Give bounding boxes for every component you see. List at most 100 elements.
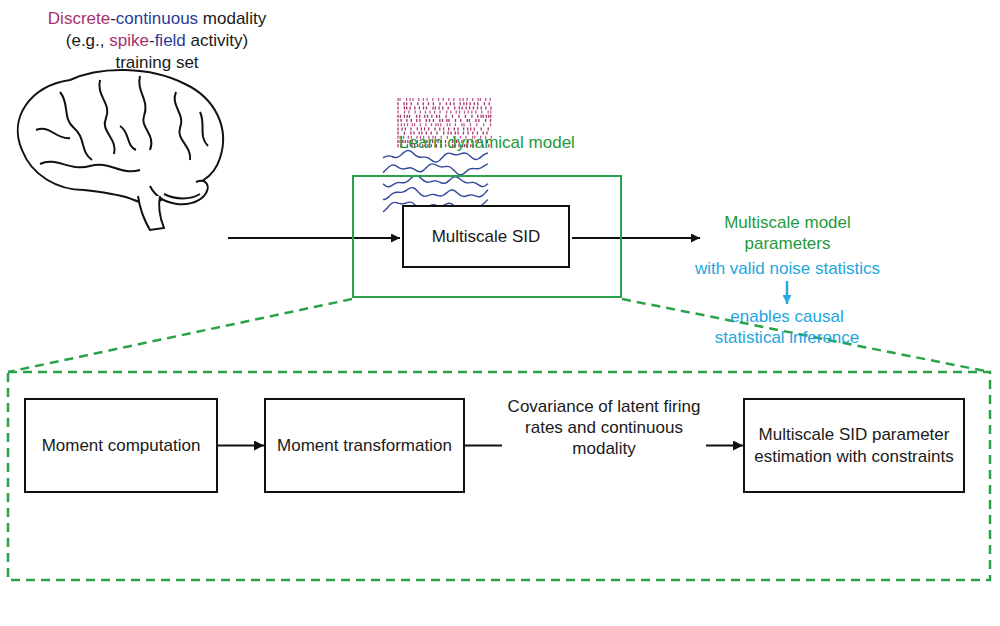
spike-tick [488, 111, 489, 114]
spike-tick [412, 123, 413, 126]
gyrus [40, 162, 140, 172]
spike-tick [397, 144, 398, 147]
title-text: - [110, 9, 116, 28]
spike-tick [488, 115, 489, 118]
spike-tick [467, 119, 468, 122]
spike-tick [397, 132, 398, 135]
title-text: modality [203, 9, 266, 28]
field-trace [383, 188, 488, 200]
spike-tick [457, 127, 458, 130]
spike-tick [435, 123, 436, 126]
spike-tick [454, 127, 455, 130]
gyrus [120, 126, 136, 150]
spike-tick [470, 127, 471, 130]
output-note: with valid noise statistics [690, 258, 885, 279]
spike-tick [397, 123, 398, 126]
spike-tick [399, 98, 400, 101]
title-line: (e.g.,spike-fieldactivity) [0, 30, 314, 51]
spike-tick [467, 127, 468, 130]
spike-tick [480, 98, 481, 101]
field-trace [383, 150, 488, 162]
spike-tick [421, 127, 422, 130]
spike-tick [406, 119, 407, 122]
spike-tick [483, 115, 484, 118]
spike-tick [463, 123, 464, 126]
spike-tick [420, 123, 421, 126]
spike-tick [439, 102, 440, 105]
learn-frame: Learn dynamical modelMultiscale SID [352, 175, 622, 298]
spike-tick [428, 127, 429, 130]
spike-tick [417, 127, 418, 130]
spike-tick [434, 111, 435, 114]
spike-tick [490, 111, 491, 114]
spike-tick [418, 98, 419, 101]
spike-tick [397, 98, 398, 101]
spike-tick [471, 111, 472, 114]
spike-tick [459, 106, 460, 109]
spike-tick [432, 98, 433, 101]
title-text: Discrete [48, 9, 110, 28]
spike-tick [463, 102, 464, 105]
spike-tick [425, 111, 426, 114]
title-text: spike [109, 31, 149, 50]
spike-tick [449, 123, 450, 126]
brain-illustration [18, 70, 223, 230]
inference-arrow [786, 281, 789, 304]
spike-tick [442, 119, 443, 122]
spike-tick [404, 106, 405, 109]
spike-tick [490, 115, 491, 118]
spike-tick [485, 119, 486, 122]
spike-tick [465, 115, 466, 118]
spike-tick [453, 102, 454, 105]
spike-tick [459, 98, 460, 101]
spike-tick [450, 102, 451, 105]
field-traces [383, 150, 488, 211]
spike-tick [460, 119, 461, 122]
title-text: continuous [116, 9, 198, 28]
spike-tick [448, 119, 449, 122]
output-arrow [572, 237, 700, 239]
spike-tick [481, 106, 482, 109]
spike-tick [414, 123, 415, 126]
spike-tick [423, 102, 424, 105]
spike-tick [420, 111, 421, 114]
spike-tick [470, 123, 471, 126]
box-label: Moment computation [42, 435, 201, 456]
spike-tick [447, 123, 448, 126]
spike-tick [439, 115, 440, 118]
title-line: Discrete-continuous modality [0, 8, 314, 29]
spike-tick [433, 102, 434, 105]
spike-tick [480, 115, 481, 118]
spike-tick [490, 106, 491, 109]
spike-tick [460, 102, 461, 105]
spike-tick [469, 106, 470, 109]
spike-tick [488, 127, 489, 130]
spike-tick [409, 115, 410, 118]
spike-tick [427, 115, 428, 118]
spike-tick [410, 127, 411, 130]
spike-tick [453, 98, 454, 101]
spike-tick [412, 98, 413, 101]
spike-tick [431, 115, 432, 118]
spike-tick [423, 106, 424, 109]
title-text: - [149, 31, 155, 50]
cerebellum-fold [164, 194, 200, 199]
spike-tick [409, 106, 410, 109]
spike-tick [466, 98, 467, 101]
spike-tick [466, 102, 467, 105]
output-note: Multiscale model parameters [700, 212, 875, 255]
spike-tick [446, 102, 447, 105]
spike-tick [426, 98, 427, 101]
process-box: Moment transformation [264, 398, 465, 493]
spike-tick [448, 98, 449, 101]
spike-tick [443, 127, 444, 130]
field-trace [383, 176, 488, 187]
spike-tick [419, 106, 420, 109]
spike-tick [411, 119, 412, 122]
gyrus [99, 80, 114, 154]
spike-tick [401, 123, 402, 126]
spike-tick [459, 111, 460, 114]
spike-tick [483, 123, 484, 126]
spike-tick [443, 98, 444, 101]
